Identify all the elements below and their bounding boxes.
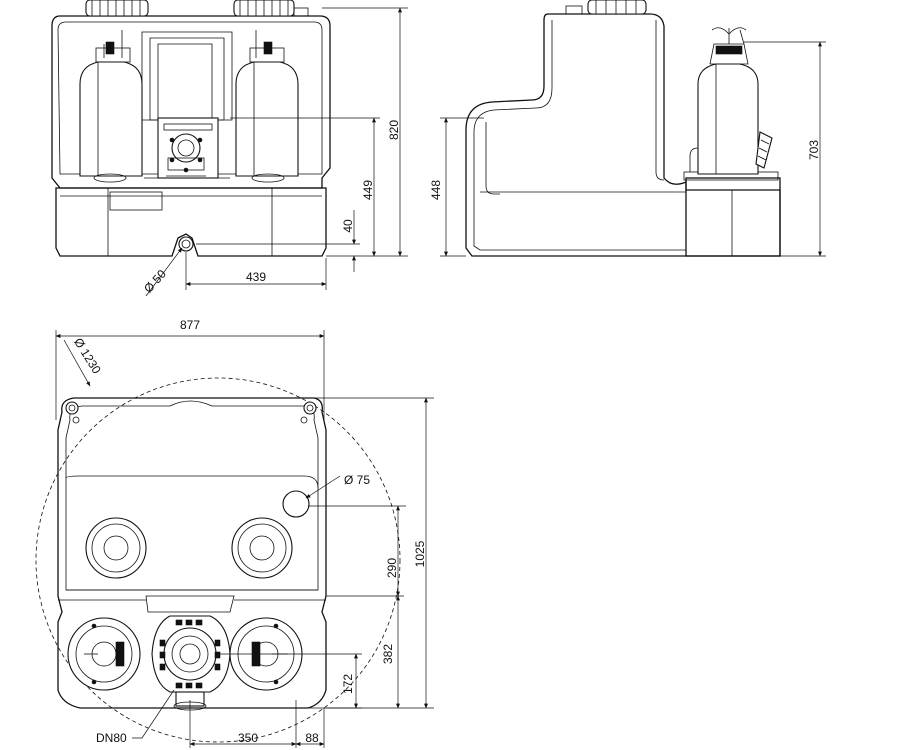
tank-opening-right-icon bbox=[231, 517, 293, 579]
dim-height-inlet: 449 bbox=[361, 180, 375, 200]
dim-depth-motor: 290 bbox=[385, 558, 399, 578]
dim-height-outlet: 40 bbox=[341, 219, 355, 233]
filler-cap-icon bbox=[587, 0, 647, 15]
side-view: 448 703 bbox=[429, 0, 826, 257]
motor-top-left-icon bbox=[67, 617, 141, 691]
dim-width-total: 877 bbox=[180, 318, 200, 332]
dim-depth-pipe: 172 bbox=[341, 674, 355, 694]
dim-width-outlet: 439 bbox=[246, 270, 266, 284]
dim-depth-total: 1025 bbox=[413, 540, 427, 567]
outlet-pipe-icon bbox=[178, 236, 194, 252]
discharge-assembly-icon bbox=[151, 615, 231, 711]
dim-dn-label: DN80 bbox=[96, 731, 127, 745]
dim-width-edge: 88 bbox=[305, 731, 319, 745]
dim-height-total: 820 bbox=[387, 120, 401, 140]
dim-side-height-total: 703 bbox=[807, 140, 821, 160]
dim-vent-diameter: Ø 75 bbox=[344, 473, 370, 487]
valve-assembly-icon bbox=[144, 117, 230, 179]
motor-left-icon bbox=[79, 30, 143, 183]
float-switch-icon bbox=[755, 131, 773, 169]
motor-right-icon bbox=[235, 30, 299, 183]
front-view: 820 449 40 439 Ø 50 bbox=[51, 0, 408, 297]
filler-cap-icon bbox=[85, 0, 149, 17]
swing-circle bbox=[35, 377, 401, 743]
dim-side-height-inlet: 448 bbox=[429, 180, 443, 200]
vent-opening-icon bbox=[282, 490, 310, 518]
tank-opening-left-icon bbox=[85, 517, 147, 579]
top-view: 877 Ø 1230 Ø 75 1025 290 382 172 350 88 bbox=[35, 318, 434, 748]
motor-side-icon bbox=[697, 27, 759, 175]
dim-depth-outlet: 382 bbox=[381, 644, 395, 664]
dim-width-pipe: 350 bbox=[238, 731, 258, 745]
filler-cap-icon bbox=[233, 0, 295, 17]
dim-swing-circle: Ø 1230 bbox=[71, 335, 104, 376]
